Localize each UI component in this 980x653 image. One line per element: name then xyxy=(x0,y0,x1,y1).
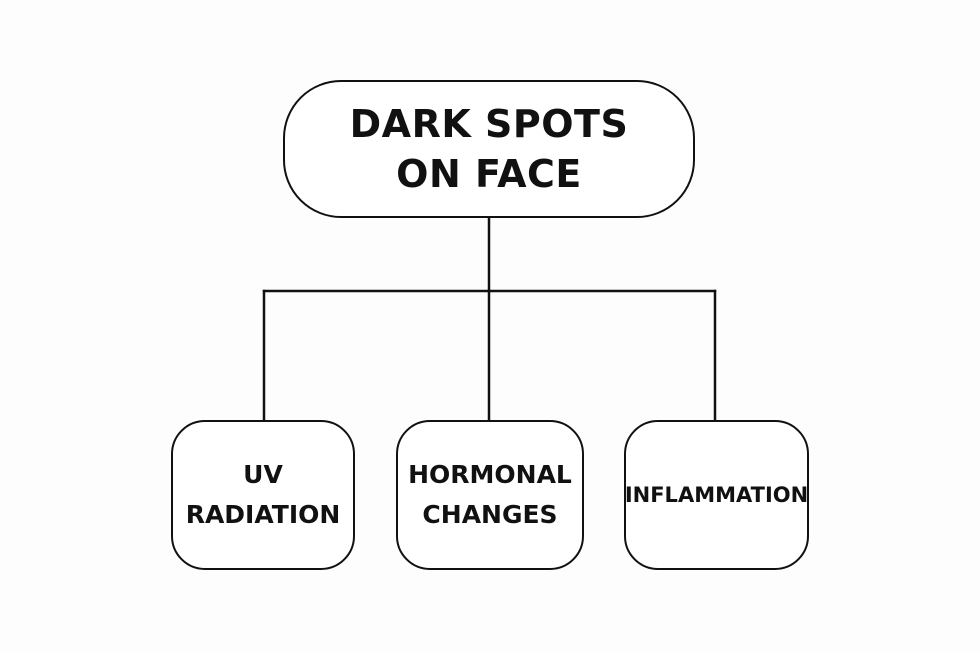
hormonal-node-label-line1: HORMONAL xyxy=(408,460,572,489)
child-node-hormonal-changes: HORMONAL CHANGES xyxy=(396,420,584,570)
hormonal-node-label-line2: CHANGES xyxy=(422,500,558,529)
uv-node-label-line2: RADIATION xyxy=(185,500,341,529)
root-node-label-line1: DARK SPOTS xyxy=(349,102,629,146)
inflammation-node-label: INFLAMMATION xyxy=(624,483,809,507)
uv-node-label-line1: UV xyxy=(243,460,283,489)
root-node-dark-spots: DARK SPOTS ON FACE xyxy=(283,80,695,218)
root-node-label-line2: ON FACE xyxy=(396,152,582,196)
child-node-inflammation: INFLAMMATION xyxy=(624,420,809,570)
child-node-uv-radiation: UV RADIATION xyxy=(171,420,355,570)
